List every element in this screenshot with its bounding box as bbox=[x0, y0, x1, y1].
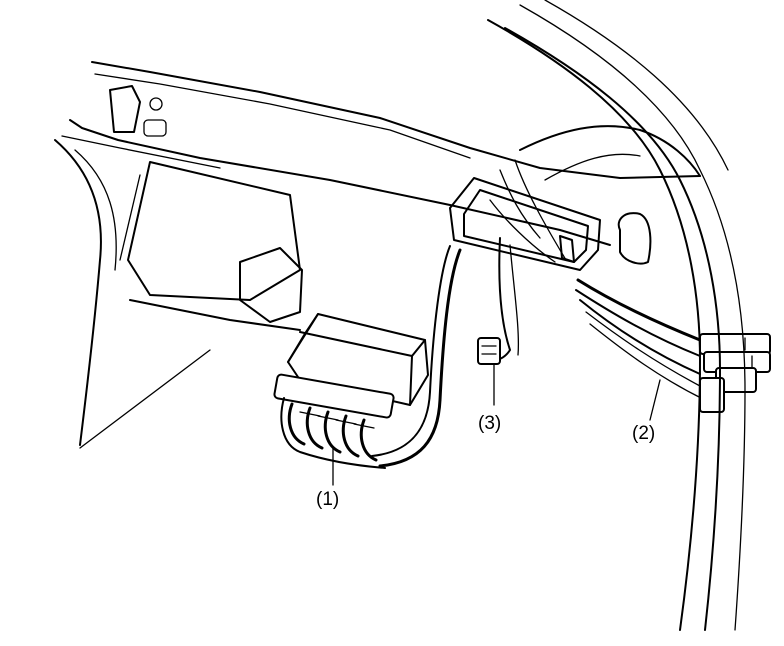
harness-2 bbox=[575, 278, 771, 413]
callout-label-2: (2) bbox=[632, 423, 656, 444]
connector-3 bbox=[477, 237, 520, 365]
callout-label-3: (3) bbox=[478, 413, 502, 434]
door-frame bbox=[487, 0, 746, 631]
lower-dashboard bbox=[54, 139, 303, 449]
dashboard-outline bbox=[61, 61, 701, 246]
leader-lines bbox=[332, 363, 661, 486]
harness-grommet bbox=[449, 159, 601, 271]
ecu-module bbox=[273, 245, 462, 469]
callout-label-1: (1) bbox=[316, 489, 340, 510]
